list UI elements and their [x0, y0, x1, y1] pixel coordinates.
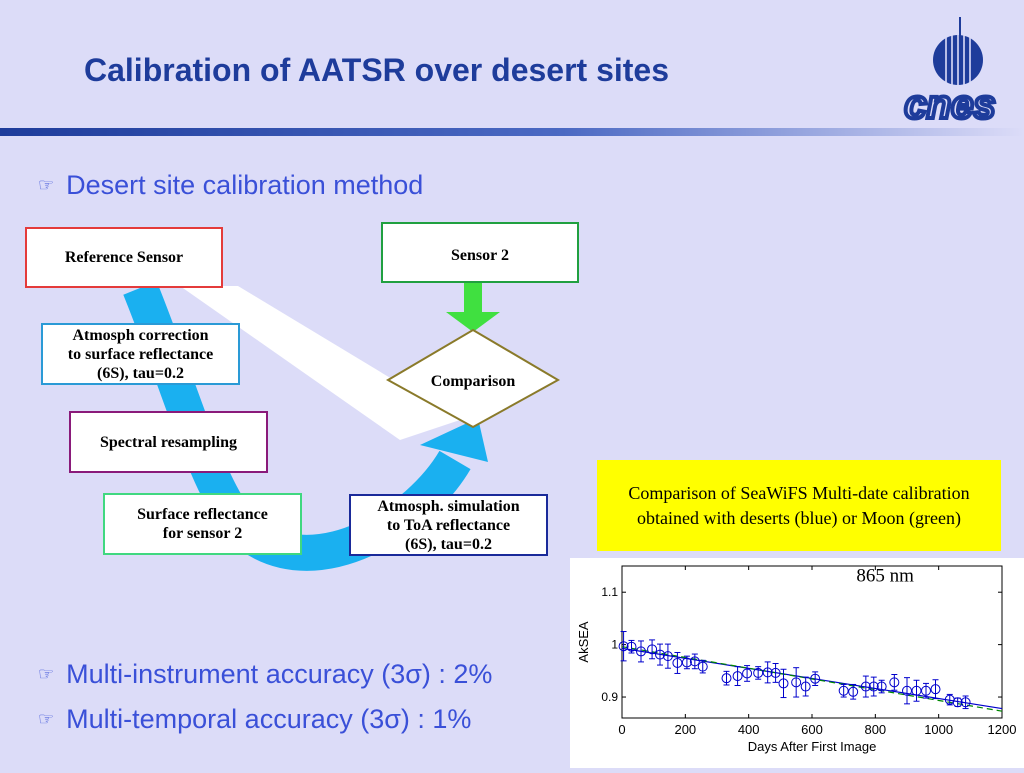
reference-sensor-box: Reference Sensor: [25, 227, 223, 288]
atm-simulation-line: (6S), tau=0.2: [405, 535, 492, 553]
header-rule: [0, 128, 1024, 136]
spectral-resampling-box: Spectral resampling: [69, 411, 268, 473]
data-point: [742, 668, 753, 679]
bullet-item: ☞ Desert site calibration method: [38, 170, 423, 201]
green-arrowhead: [446, 312, 500, 332]
y-tick-label: 0.9: [601, 690, 618, 704]
data-point: [800, 681, 811, 692]
page-title: Calibration of AATSR over desert sites: [84, 52, 670, 88]
data-point: [952, 697, 963, 708]
reference-sensor-label: Reference Sensor: [64, 249, 184, 266]
logo-text: cnes: [904, 83, 995, 127]
blue-arrowhead: [420, 418, 488, 462]
white-wedge: [180, 286, 460, 440]
bullet-item: ☞ Multi-instrument accuracy (3σ) : 2%: [38, 659, 492, 690]
data-point: [838, 685, 849, 696]
atm-correction-line: (6S), tau=0.2: [97, 364, 184, 382]
atm-simulation-line: to ToA reflectance: [386, 516, 511, 534]
data-point: [647, 644, 658, 655]
data-point: [930, 684, 941, 695]
plot-frame: [621, 565, 1003, 719]
data-point: [876, 681, 887, 692]
data-point: [721, 673, 732, 684]
x-tick-label: 200: [674, 722, 696, 737]
atm-correction-line: to surface reflectance: [67, 345, 214, 363]
atm-correction-box: Atmosph correction to surface reflectanc…: [41, 323, 240, 385]
data-point: [868, 681, 879, 692]
data-point: [921, 685, 931, 696]
pointing-hand-icon: ☞: [38, 664, 55, 684]
chart-caption-text: Comparison of SeaWiFS Multi-date calibra…: [628, 482, 970, 528]
x-tick-label: 1000: [924, 722, 953, 737]
x-tick-label: 400: [738, 722, 760, 737]
data-point: [791, 677, 802, 688]
data-point: [762, 667, 773, 678]
bullet-text: Multi-temporal accuracy (3σ) : 1%: [66, 704, 472, 734]
trend-line: [621, 646, 1003, 712]
y-tick-label: 1: [611, 638, 618, 652]
data-point: [753, 667, 764, 678]
chart-caption: Comparison of SeaWiFS Multi-date calibra…: [597, 460, 1001, 551]
data-point: [636, 646, 646, 657]
data-point: [672, 657, 683, 668]
data-point: [848, 686, 859, 697]
x-tick-label: 0: [618, 722, 625, 737]
green-arrow-shaft: [464, 283, 482, 314]
x-tick-label: 600: [801, 722, 823, 737]
bullet-text: Multi-instrument accuracy (3σ) : 2%: [66, 659, 493, 689]
x-tick-label: 800: [864, 722, 886, 737]
wavelength-annotation: 865 nm: [856, 566, 914, 587]
cnes-logo: cnes: [902, 17, 998, 129]
y-axis-label: AkSEA: [576, 621, 591, 663]
comparison-label: Comparison: [431, 373, 516, 390]
bullet-text: Desert site calibration method: [66, 170, 424, 200]
data-point: [655, 649, 665, 660]
data-point: [778, 678, 789, 689]
x-axis-label: Days After First Image: [748, 739, 877, 754]
spectral-resampling-label: Spectral resampling: [99, 433, 238, 451]
x-tick-label: 1200: [988, 722, 1017, 737]
atm-simulation-line: Atmosph. simulation: [377, 497, 520, 515]
data-point: [810, 673, 821, 684]
data-point: [626, 641, 637, 652]
data-point: [860, 681, 871, 692]
data-point: [732, 671, 743, 682]
data-point: [960, 697, 971, 708]
data-point: [681, 657, 692, 668]
data-point: [618, 641, 629, 652]
data-point: [889, 677, 900, 688]
sensor2-label: Sensor 2: [451, 247, 509, 264]
surface-reflectance-line: Surface reflectance: [137, 506, 268, 523]
bullet-item: ☞ Multi-temporal accuracy (3σ) : 1%: [38, 704, 471, 735]
comparison-diamond: [385, 328, 561, 429]
surface-reflectance-box: Surface reflectance for sensor 2: [103, 493, 302, 555]
sensor2-box: Sensor 2: [381, 222, 579, 283]
data-point: [770, 667, 781, 678]
atm-correction-line: Atmosph correction: [72, 326, 209, 344]
pointing-hand-icon: ☞: [38, 175, 55, 195]
data-point: [662, 651, 673, 662]
surface-reflectance-line: for sensor 2: [162, 525, 243, 542]
atm-simulation-box: Atmosph. simulation to ToA reflectance (…: [349, 494, 548, 556]
data-point: [697, 661, 708, 672]
data-point: [689, 656, 700, 667]
y-tick-label: 1.1: [601, 585, 618, 599]
globe-emblem-icon: [933, 17, 983, 86]
pointing-hand-icon: ☞: [38, 709, 55, 729]
